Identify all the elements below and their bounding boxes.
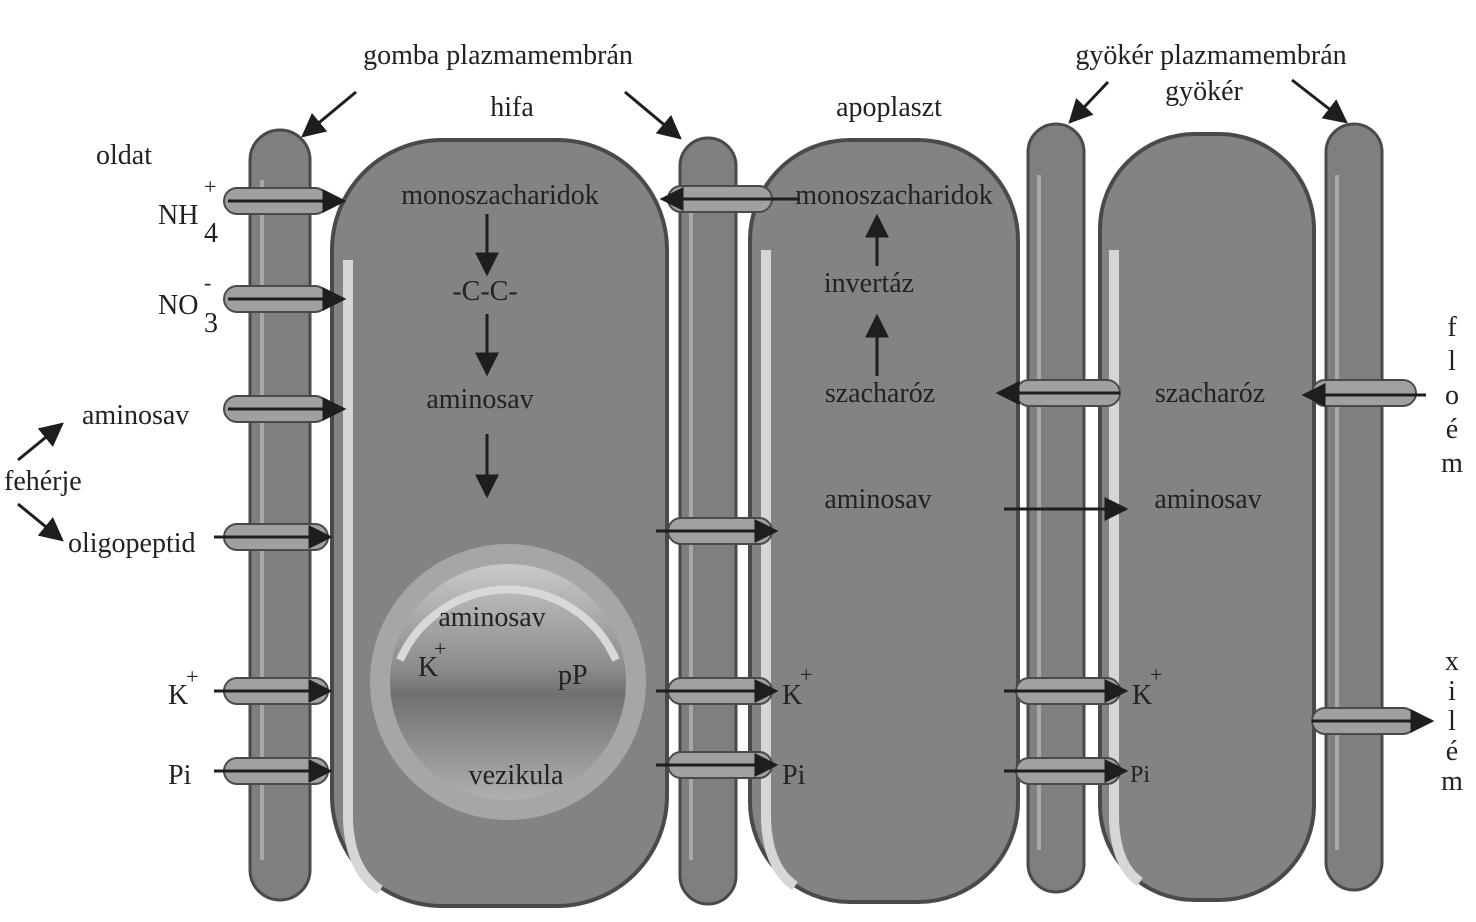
label-nh4: NH 4 + xyxy=(158,174,218,249)
label-gyoker-plazmamembran: gyökér plazmamembrán xyxy=(1075,40,1346,71)
gyoker-aminosav: aminosav xyxy=(1154,484,1261,515)
apo-invertaz: invertáz xyxy=(824,268,914,299)
membrane-4 xyxy=(1324,122,1384,892)
vertical-letter: m xyxy=(1441,766,1463,797)
apo-szacharoz: szacharóz xyxy=(825,378,935,409)
vertical-letter: f xyxy=(1447,312,1457,343)
vertical-letter: é xyxy=(1446,736,1458,767)
channel-floem xyxy=(1311,379,1417,407)
svg-text:K: K xyxy=(782,680,802,711)
vertical-letter: x xyxy=(1445,646,1459,677)
pointer-gomba-left xyxy=(301,90,357,138)
svg-text:+: + xyxy=(204,174,216,199)
vezikula-label: vezikula xyxy=(469,760,564,791)
feherje-to-aminosav xyxy=(17,422,64,462)
hifa-ccc: -C-C- xyxy=(452,276,517,307)
label-no3: NO 3 - xyxy=(158,270,218,339)
apo-monoszacharidok: monoszacharidok xyxy=(795,180,993,211)
label-gyoker: gyökér xyxy=(1165,76,1243,107)
pointer-gomba-right xyxy=(624,90,682,140)
svg-text:-: - xyxy=(204,270,211,295)
svg-text:+: + xyxy=(1150,662,1162,687)
vertical-letter: o xyxy=(1445,380,1459,411)
label-k-outside: K + xyxy=(168,664,198,711)
svg-text:+: + xyxy=(800,662,812,687)
vertical-letter: m xyxy=(1441,448,1463,479)
label-pi-outside: Pi xyxy=(168,760,192,791)
pointer-gyoker-right xyxy=(1291,78,1348,124)
vezikula-k: K + xyxy=(418,636,446,683)
label-oldat: oldat xyxy=(96,140,152,171)
apoplaszt-cell xyxy=(748,138,1020,904)
vertical-letter: l xyxy=(1448,706,1456,737)
svg-text:K: K xyxy=(418,652,438,683)
vezikula-aminosav: aminosav xyxy=(438,602,545,633)
vezikula-pp: pP xyxy=(558,660,588,691)
vertical-letter: l xyxy=(1448,346,1456,377)
svg-text:+: + xyxy=(434,636,446,661)
pointer-gyoker-left xyxy=(1068,80,1110,124)
label-oligopeptid: oligopeptid xyxy=(68,528,196,559)
feherje-to-oligopeptid xyxy=(17,502,64,542)
vezikula xyxy=(370,544,646,820)
vertical-letter: i xyxy=(1448,676,1456,707)
arrows xyxy=(17,78,1435,783)
gyoker-szacharoz: szacharóz xyxy=(1155,378,1265,409)
hifa-aminosav: aminosav xyxy=(426,384,533,415)
gyoker-cell xyxy=(1098,132,1316,902)
svg-text:K: K xyxy=(1132,680,1152,711)
hifa-monoszacharidok: monoszacharidok xyxy=(401,180,599,211)
gyoker-k: K + xyxy=(1132,662,1162,711)
label-apoplaszt: apoplaszt xyxy=(836,92,942,123)
apo-aminosav: aminosav xyxy=(824,484,931,515)
label-aminosav-outside: aminosav xyxy=(82,400,189,431)
gyoker-pi: Pi xyxy=(1130,762,1150,788)
svg-text:3: 3 xyxy=(204,308,218,339)
vertical-letter: é xyxy=(1446,414,1458,445)
label-hifa: hifa xyxy=(490,92,534,123)
svg-text:K: K xyxy=(168,680,188,711)
apo-pi: Pi xyxy=(782,760,806,791)
svg-text:4: 4 xyxy=(204,218,218,249)
svg-text:+: + xyxy=(186,664,198,689)
svg-text:NO: NO xyxy=(158,290,198,321)
label-feherje: fehérje xyxy=(4,466,82,497)
apo-k: K + xyxy=(782,662,812,711)
svg-text:NH: NH xyxy=(158,200,198,231)
label-gomba-plazmamembran: gomba plazmamembrán xyxy=(363,40,633,71)
